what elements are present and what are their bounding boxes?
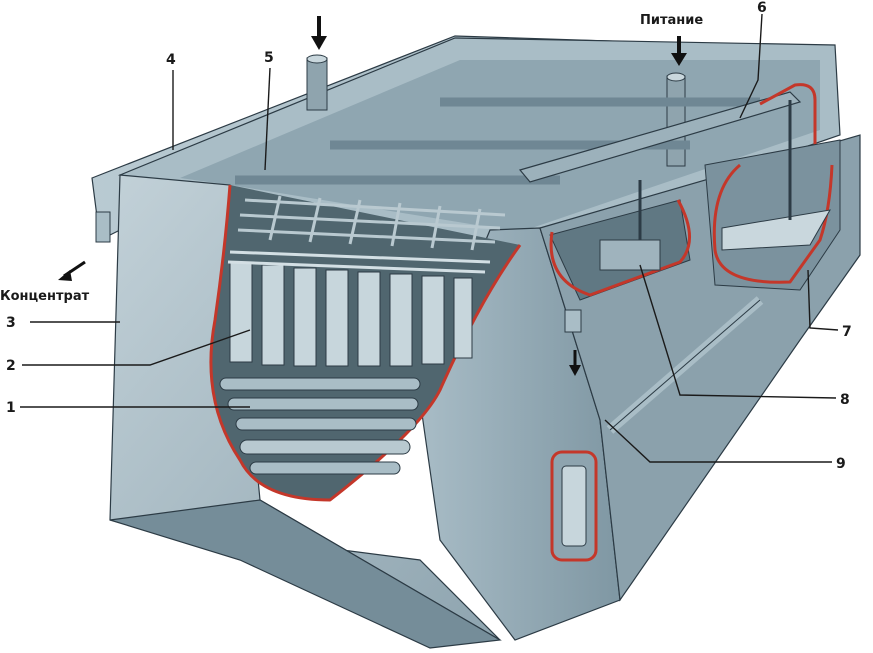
aerator-pipes <box>219 377 421 475</box>
feed-launder-6 <box>518 91 802 183</box>
right-compartment-7 <box>704 139 841 291</box>
inner-box-8 <box>599 239 661 271</box>
callout-2: 2 <box>6 358 16 374</box>
vertical-plates <box>229 261 473 367</box>
front-hatch-inner <box>561 465 587 547</box>
callout-5: 5 <box>264 50 274 66</box>
feed-pipe-left-top <box>306 54 328 64</box>
concentrate-label: Концентрат <box>0 289 90 304</box>
feed-label: Питание <box>640 13 703 28</box>
outlet-arrow <box>569 350 581 376</box>
cutaway-edge-left <box>209 184 522 502</box>
left-flange <box>95 211 111 243</box>
leader-8 <box>639 264 837 399</box>
feed-hook-6 <box>759 83 817 210</box>
plate-top-grid <box>227 250 491 274</box>
callout-8: 8 <box>840 392 850 408</box>
leader-6 <box>739 13 763 119</box>
feed-pipe-right-top <box>666 72 686 82</box>
callout-6: 6 <box>757 0 767 16</box>
side-pipe-9-outline <box>609 299 761 431</box>
callout-7: 7 <box>842 324 852 340</box>
feed-pipe-left <box>306 57 328 111</box>
leader-2 <box>22 329 251 366</box>
callout-4: 4 <box>166 52 176 68</box>
concentrate-arrow <box>58 260 86 281</box>
mid-compartment-edge <box>549 199 691 297</box>
callout-3: 3 <box>6 315 16 331</box>
leader-9 <box>604 419 832 463</box>
upper-grid <box>237 195 506 251</box>
outlet-pipe <box>564 309 582 333</box>
callout-9: 9 <box>836 456 846 472</box>
bottom-face <box>109 499 502 649</box>
callout-1: 1 <box>6 400 16 416</box>
float-plate-7 <box>721 209 831 251</box>
feed-pipe-right <box>666 75 686 167</box>
leader-5 <box>264 67 271 171</box>
feed-arrow-left <box>311 16 327 50</box>
feed-arrow-right <box>671 36 687 66</box>
leader-7 <box>807 269 839 331</box>
